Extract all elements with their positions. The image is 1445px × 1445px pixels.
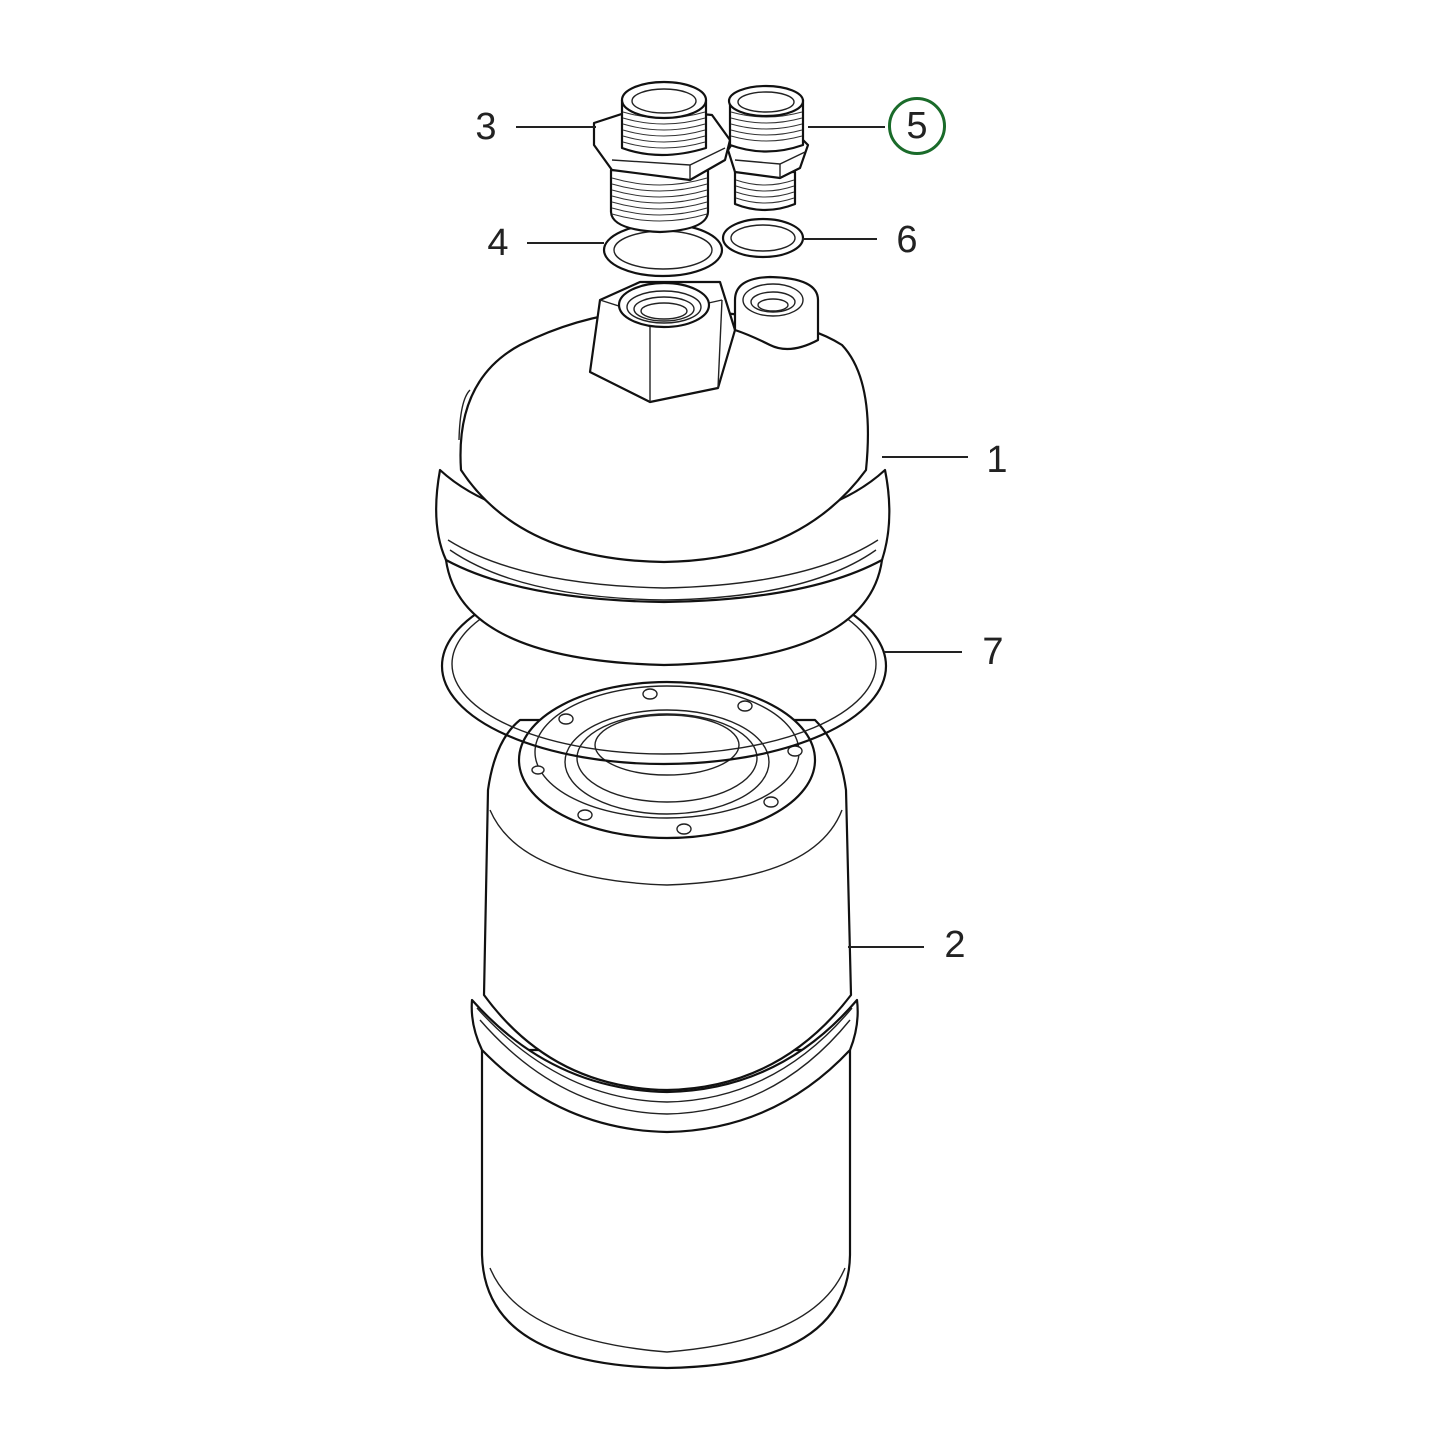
callout-5-label: 5: [906, 105, 928, 147]
leader-lines: [516, 126, 968, 948]
callout-2: 2: [944, 924, 966, 966]
callout-1: 1: [986, 439, 1008, 481]
callout-7: 7: [982, 631, 1004, 673]
canister-body-part: [470, 680, 859, 1370]
large-fitting-part: [592, 80, 732, 234]
top-cap-part: [435, 275, 891, 667]
callout-6: 6: [896, 219, 918, 261]
callout-5-highlighted: 5: [888, 97, 946, 155]
callout-3: 3: [475, 106, 497, 148]
bolt-heads: [531, 688, 803, 835]
callout-4: 4: [487, 222, 509, 264]
small-sealing-ring-part: [721, 217, 805, 259]
small-fitting-part: [726, 84, 810, 212]
